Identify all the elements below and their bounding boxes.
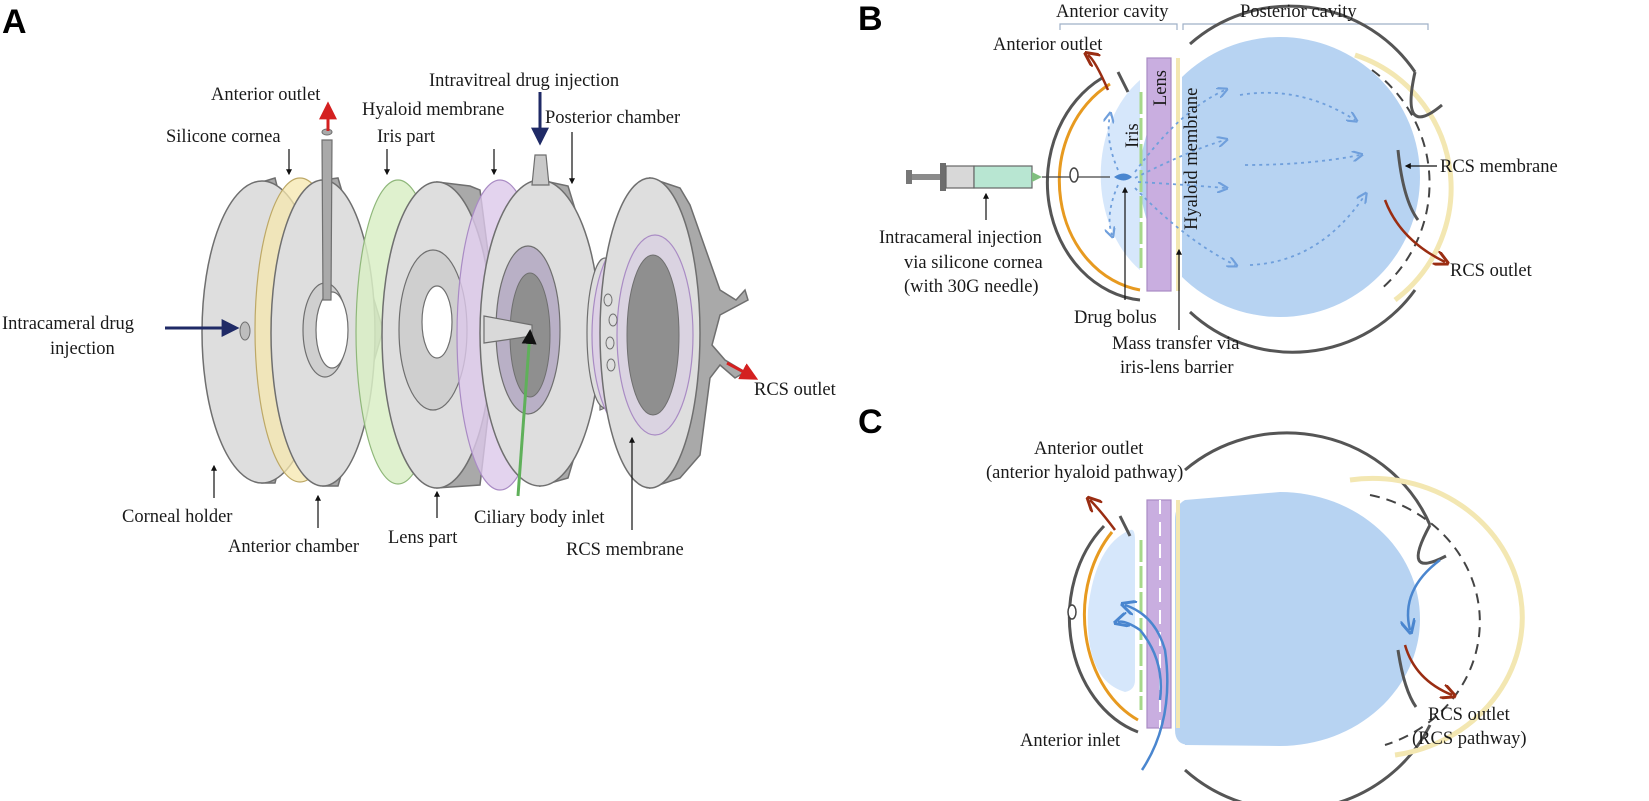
ciliary-body-inlet-arrow: [516, 329, 537, 497]
label-a-lens-part: Lens part: [388, 528, 458, 548]
label-a-anterior-chamber: Anterior chamber: [228, 537, 359, 557]
label-a-ciliary-body-inlet: Ciliary body inlet: [474, 508, 605, 528]
rcs-outlet-flow-arrow: [1383, 199, 1445, 262]
label-a-intracameral-line1: Intracameral drug: [2, 314, 134, 334]
c-anterior-outlet-arrow: [1090, 500, 1116, 531]
panel-c-letter: C: [858, 403, 883, 441]
label-a-iris-part: Iris part: [377, 127, 436, 147]
panel-a: A: [2, 3, 837, 560]
drug-bolus-icon: [1114, 173, 1132, 181]
label-a-anterior-outlet: Anterior outlet: [211, 85, 321, 105]
label-c-anterior-outlet-line2: (anterior hyaloid pathway): [986, 463, 1183, 483]
label-b-anterior-cavity: Anterior cavity: [1056, 2, 1169, 22]
label-b-mass-transfer-line1: Mass transfer via: [1112, 334, 1239, 354]
syringe-icon: [906, 163, 1110, 191]
lens-bar: [1146, 57, 1172, 292]
anterior-inlet-arrow-2: [1118, 622, 1162, 701]
label-a-posterior-chamber: Posterior chamber: [545, 108, 680, 128]
anterior-inlet-arrow-1: [1125, 605, 1169, 771]
rcs-outlet-arrow: [726, 361, 759, 380]
label-c-rcs-outlet-line1: RCS outlet: [1428, 705, 1511, 725]
label-b-iris: Iris: [1123, 123, 1143, 148]
rcs-membrane-disk: [586, 176, 749, 490]
label-a-silicone-cornea: Silicone cornea: [166, 127, 281, 147]
label-b-intracameral-line1: Intracameral injection: [879, 228, 1042, 248]
label-b-lens: Lens: [1151, 70, 1171, 106]
label-b-hyaloid-membrane: Hyaloid membrane: [1182, 88, 1202, 230]
panel-a-letter: A: [2, 3, 27, 41]
anterior-outlet-flow-arrow: [1088, 55, 1110, 91]
panel-b-letter: B: [858, 0, 883, 38]
label-b-mass-transfer-line2: iris-lens barrier: [1120, 358, 1234, 378]
label-c-rcs-outlet-line2: (RCS pathway): [1412, 729, 1527, 749]
rcs-pathway-inflow-arrow: [1408, 559, 1441, 630]
label-a-intravitreal-injection: Intravitreal drug injection: [429, 71, 619, 91]
label-b-rcs-membrane: RCS membrane: [1440, 157, 1558, 177]
label-b-intracameral-line2: via silicone cornea: [904, 253, 1043, 273]
c-anterior-cavity-fill: [1087, 529, 1135, 692]
anterior-chamber-disk: [270, 128, 384, 487]
label-a-rcs-outlet: RCS outlet: [754, 380, 837, 400]
label-c-anterior-outlet-line1: Anterior outlet: [1034, 439, 1144, 459]
label-c-anterior-inlet: Anterior inlet: [1020, 731, 1121, 751]
label-b-drug-bolus: Drug bolus: [1074, 308, 1157, 328]
diffusion-flow-arrows: [1109, 90, 1365, 265]
c-posterior-cavity-fill: [1185, 492, 1420, 746]
label-a-rcs-membrane: RCS membrane: [566, 540, 684, 560]
c-rcs-outlet-arrow: [1403, 644, 1452, 695]
label-a-hyaloid-membrane: Hyaloid membrane: [362, 100, 504, 120]
label-a-corneal-holder: Corneal holder: [122, 507, 232, 527]
injection-port-icon: [239, 321, 251, 341]
label-b-anterior-outlet: Anterior outlet: [993, 35, 1103, 55]
label-b-intracameral-line3: (with 30G needle): [904, 277, 1039, 297]
label-b-rcs-outlet: RCS outlet: [1450, 261, 1533, 281]
label-b-posterior-cavity: Posterior cavity: [1240, 2, 1357, 22]
panel-b: B: [858, 0, 1558, 378]
posterior-cavity-fill: [1140, 37, 1420, 317]
panel-c: C Anterior outlet (anterior hyaloid path…: [858, 403, 1527, 801]
label-a-intracameral-line2: injection: [50, 339, 115, 359]
